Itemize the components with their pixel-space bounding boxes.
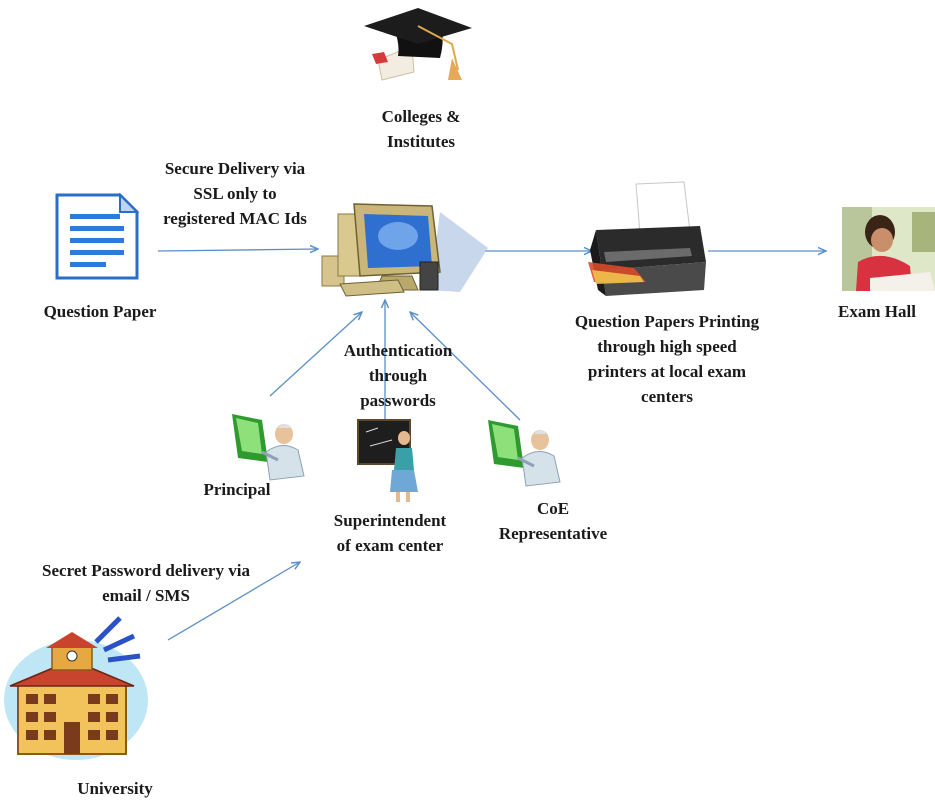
colleges-label: Colleges & Institutes (356, 104, 486, 154)
coe-line: CoE (536, 499, 570, 518)
arrow-principal-to-computer (269, 312, 362, 397)
authentication-line: Authentication (343, 341, 453, 360)
printing-line: through high speed (597, 337, 737, 356)
authentication-line: passwords (360, 391, 436, 410)
secret-password-label: Secret Password delivery via email / SMS (18, 558, 274, 608)
secure-delivery-line: registered MAC Ids (163, 209, 307, 228)
arrow-university-to-superintendent (167, 562, 300, 641)
university-label: University (50, 776, 180, 800)
colleges-label-line: Colleges & (381, 107, 461, 126)
university-line: University (77, 779, 153, 798)
superintendent-line: of exam center (336, 536, 444, 555)
principal-line: Principal (203, 480, 271, 499)
exam-hall-line: Exam Hall (838, 302, 916, 321)
secure-delivery-line: Secure Delivery via (164, 159, 306, 178)
printing-line: Question Papers Printing (574, 312, 760, 331)
superintendent-label: Superintendent of exam center (312, 508, 468, 558)
printing-line: centers (641, 387, 693, 406)
superintendent-line: Superintendent (333, 511, 447, 530)
secure-delivery-label: Secure Delivery via SSL only to register… (138, 156, 332, 231)
coe-line: Representative (498, 524, 608, 543)
printing-line: printers at local exam (587, 362, 747, 381)
secret-password-line: Secret Password delivery via (42, 561, 250, 580)
coe-label: CoE Representative (478, 496, 628, 546)
arrow-paper-to-computer (157, 249, 318, 251)
exam-hall-label: Exam Hall (838, 299, 935, 324)
secure-delivery-line: SSL only to (193, 184, 277, 203)
question-paper-label: Question Paper (20, 299, 180, 324)
question-paper-line: Question Paper (43, 302, 157, 321)
authentication-line: through (368, 366, 428, 385)
colleges-label-line: Institutes (386, 132, 455, 151)
secret-password-line: email / SMS (102, 586, 190, 605)
printing-label: Question Papers Printing through high sp… (548, 309, 786, 409)
principal-label: Principal (186, 477, 288, 502)
arrow-coe-to-computer (410, 312, 521, 421)
authentication-label: Authentication through passwords (326, 338, 470, 413)
